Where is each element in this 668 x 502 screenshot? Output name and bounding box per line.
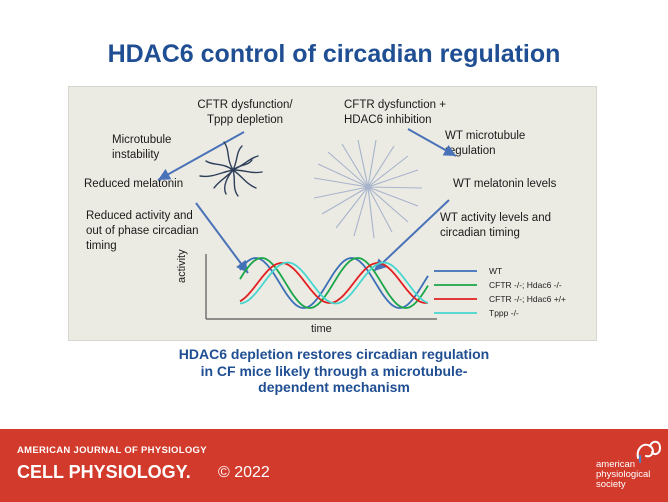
journal-name-top: AMERICAN JOURNAL OF PHYSIOLOGY — [17, 445, 207, 456]
unstable-microtubule-icon — [199, 141, 263, 197]
legend-label-wt: WT — [489, 266, 503, 276]
figure-title: HDAC6 control of circadian regulation — [107, 40, 561, 68]
label-microtubule-instability: Microtubule instability — [112, 134, 172, 161]
legend-label-cftr-hdac6-wt: CFTR -/-; Hdac6 +/+ — [489, 294, 566, 304]
curve-tppp — [239, 261, 429, 305]
journal-name-main: CELL PHYSIOLOGY. — [17, 462, 191, 482]
curve-cftr-hdac6-wt — [239, 262, 429, 304]
curve-wt — [239, 257, 429, 309]
society-logo-icon — [636, 440, 662, 463]
activity-curves — [239, 257, 429, 309]
conclusion-text: HDAC6 depletion restores circadian regul… — [178, 346, 490, 395]
label-reduced-melatonin: Reduced melatonin — [84, 178, 184, 190]
arrow-left-top — [157, 131, 245, 181]
diagram-panel — [68, 86, 597, 341]
label-cftr-dysfunction: CFTR dysfunction/ Tppp depletion — [197, 99, 293, 126]
label-reduced-activity: Reduced activity and out of phase circad… — [86, 210, 199, 252]
curve-cftr-hdac6-ko — [239, 257, 429, 309]
arrow-left-bottom — [195, 202, 249, 274]
footer-bar — [0, 429, 668, 502]
stable-microtubule-icon — [313, 139, 423, 239]
arrow-right-bottom — [373, 199, 450, 272]
label-wt-activity: WT activity levels and circadian timing — [440, 212, 551, 239]
label-wt-melatonin: WT melatonin levels — [453, 178, 557, 190]
label-cftr-hdac6-inhibition: CFTR dysfunction + HDAC6 inhibition — [344, 99, 446, 126]
society-name: american physiological society — [596, 459, 651, 490]
arrow-right-top — [407, 128, 457, 157]
label-wt-microtubule: WT microtubule regulation — [445, 130, 526, 157]
legend-label-cftr-hdac6-ko: CFTR -/-; Hdac6 -/- — [489, 280, 562, 290]
journal-year: © 2022 — [218, 464, 270, 481]
x-axis-label: time — [311, 323, 332, 335]
legend-label-tppp: Tppp -/- — [489, 308, 519, 318]
